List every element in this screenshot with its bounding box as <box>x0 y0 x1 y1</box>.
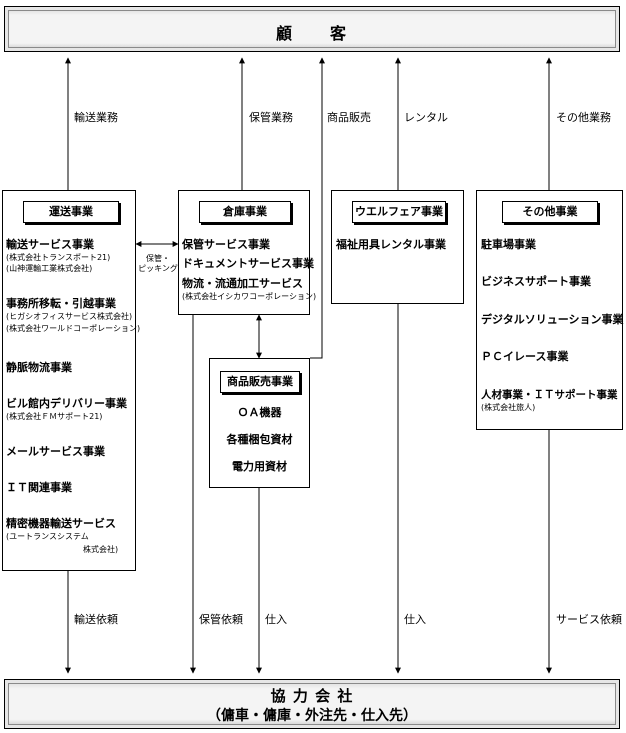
transport-item-it: ＩＴ関連事業 <box>6 481 72 494</box>
product-sales-item-power: 電力用資材 <box>232 460 287 473</box>
transport-item-relocation-company1: (ヒガシオフィスサービス株式会社) <box>6 312 133 321</box>
transport-item-delivery-company1: (株式会社トランスポート21) <box>6 253 111 262</box>
transport-item-delivery: 輸送サービス事業 <box>6 238 94 251</box>
warehouse-item-document: ドキュメントサービス事業 <box>182 257 314 270</box>
transport-item-precision: 精密機器輸送サービス <box>6 517 116 530</box>
flow-label-transport-request: 輸送依頼 <box>74 613 118 626</box>
flow-label-transport-work: 輸送業務 <box>74 111 118 124</box>
other-item-digital-solution: デジタルソリューション事業 <box>481 313 624 326</box>
exchange-label-line1: 保管・ <box>146 254 170 263</box>
flow-label-service-request: サービス依頼 <box>556 613 622 626</box>
other-item-pc-erase: ＰＣイレース事業 <box>481 350 569 363</box>
product-sales-box: 商品販売事業 ＯＡ機器 各種梱包資材 電力用資材 <box>209 358 310 488</box>
transport-item-precision-company1: (ユートランスシステム <box>6 532 89 541</box>
transport-item-delivery-company2: (山神運輸工業株式会社) <box>6 264 93 273</box>
warehouse-item-logistics: 物流・流通加工サービス <box>182 277 303 290</box>
flow-label-rental: レンタル <box>404 111 448 124</box>
warehouse-item-storage: 保管サービス事業 <box>182 238 270 251</box>
transport-item-precision-company2: 株式会社) <box>83 545 119 554</box>
transport-business-title: 運送事業 <box>23 201 119 223</box>
other-item-hr-it-support: 人材事業・ＩＴサポート事業 <box>481 389 618 401</box>
welfare-item-rental: 福祉用具レンタル事業 <box>336 238 446 251</box>
transport-item-reverse-logistics: 静脈物流事業 <box>6 361 72 374</box>
flow-label-storage-request: 保管依頼 <box>199 613 243 626</box>
transport-item-building-delivery-company: (株式会社ＦＭサポート21) <box>6 412 103 421</box>
welfare-business-box: ウエルフェア事業 福祉用具レンタル事業 <box>331 190 464 304</box>
product-sales-title: 商品販売事業 <box>220 371 300 393</box>
partner-title: 協 力 会 社 <box>270 687 354 705</box>
other-item-hr-company: (株式会社旅人) <box>481 403 536 412</box>
other-business-title: その他事業 <box>502 201 598 223</box>
other-item-business-support: ビジネスサポート事業 <box>481 275 591 288</box>
flow-label-other-work: その他業務 <box>556 111 611 124</box>
product-sales-item-packing: 各種梱包資材 <box>226 433 293 446</box>
exchange-label-line2: ピッキング <box>138 264 178 273</box>
customer-bar: 顧 客 <box>4 6 620 52</box>
flow-label-product-sales: 商品販売 <box>327 111 371 124</box>
transport-item-relocation: 事務所移転・引越事業 <box>6 297 116 310</box>
transport-item-mail-service: メールサービス事業 <box>6 445 105 458</box>
welfare-business-title: ウエルフェア事業 <box>352 201 446 223</box>
partner-bar: 協 力 会 社 （傭車・傭庫・外注先・仕入先） <box>4 679 620 729</box>
partner-subtitle: （傭車・傭庫・外注先・仕入先） <box>207 708 417 724</box>
flow-label-purchase-sales: 仕入 <box>265 613 287 626</box>
flow-label-purchase-welfare: 仕入 <box>404 613 426 626</box>
customer-label: 顧 客 <box>275 24 348 43</box>
product-sales-item-oa: ＯＡ機器 <box>237 406 282 419</box>
warehouse-item-logistics-company: (株式会社イシカワコーポレーション) <box>182 292 317 301</box>
flow-label-storage-work: 保管業務 <box>249 111 293 124</box>
other-business-box: その他事業 駐車場事業 ビジネスサポート事業 デジタルソリューション事業 ＰＣイ… <box>476 190 624 430</box>
transport-item-relocation-company2: (株式会社ワールドコーポレーション) <box>6 324 141 333</box>
warehouse-business-box: 倉庫事業 保管サービス事業 ドキュメントサービス事業 物流・流通加工サービス (… <box>178 190 316 315</box>
other-item-parking: 駐車場事業 <box>481 238 536 251</box>
transport-business-box: 運送事業 輸送サービス事業 (株式会社トランスポート21) (山神運輸工業株式会… <box>2 190 140 571</box>
arrow-sales-to-customer <box>310 57 325 359</box>
warehouse-business-title: 倉庫事業 <box>199 201 291 223</box>
transport-item-building-delivery: ビル館内デリバリー事業 <box>6 397 127 410</box>
